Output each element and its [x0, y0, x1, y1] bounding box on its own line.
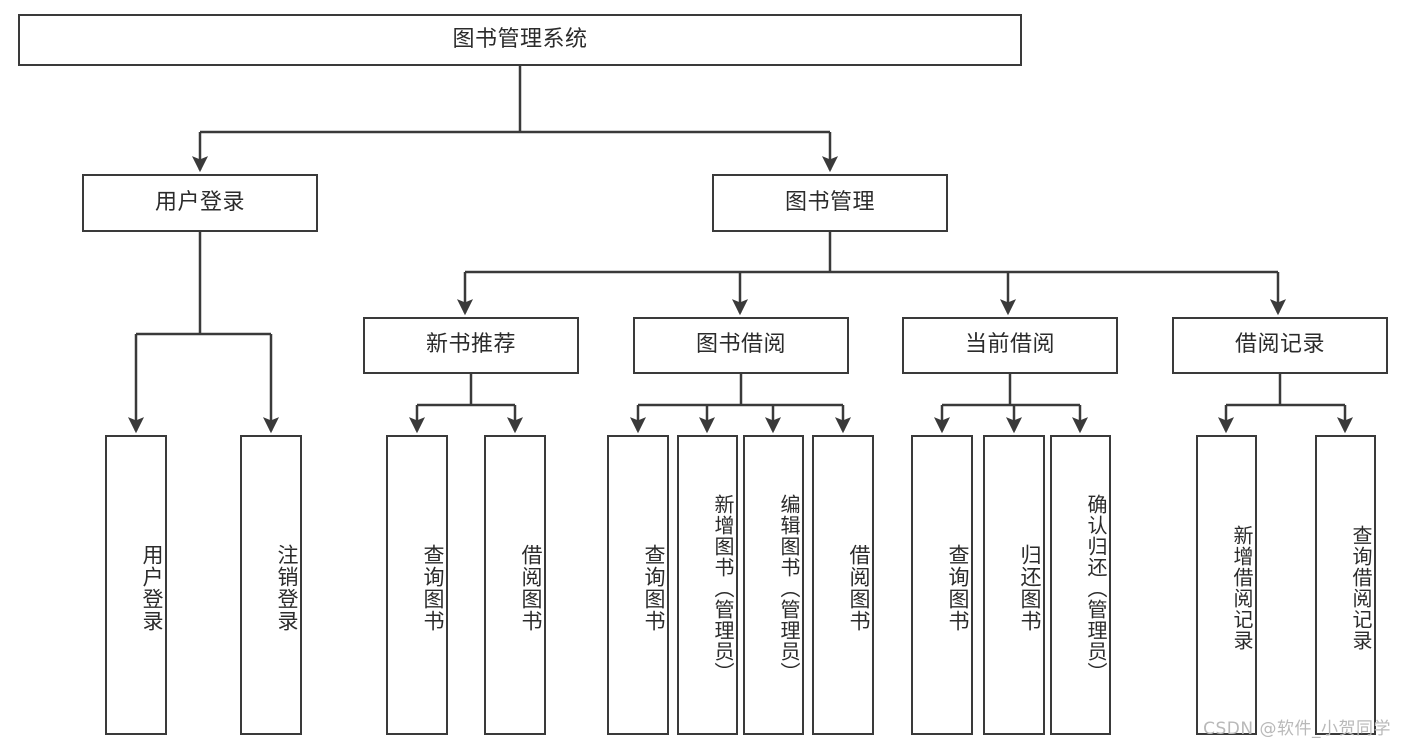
leaf-return-books[interactable]: 归还图书 [983, 435, 1045, 735]
watermark: CSDN @软件_小贺同学 [1203, 719, 1391, 739]
leaf-add-book-admin[interactable]: 新增图书（管理员） [677, 435, 738, 735]
leaf-add-book-admin-label: 新增图书（管理员） [711, 493, 735, 683]
leaf-query-books-borrow[interactable]: 查询图书 [607, 435, 669, 735]
leaf-query-books-newbook-label: 查询图书 [421, 544, 445, 632]
node-borrow-records[interactable]: 借阅记录 [1172, 317, 1388, 374]
leaf-edit-book-admin-label: 编辑图书（管理员） [777, 493, 801, 683]
node-current-borrow-label: 当前借阅 [964, 332, 1055, 358]
node-new-book-recommend-label: 新书推荐 [425, 332, 516, 358]
leaf-user-login[interactable]: 用户登录 [105, 435, 167, 735]
leaf-logout[interactable]: 注销登录 [240, 435, 302, 735]
node-user-login-label: 用户登录 [154, 189, 245, 215]
leaf-borrow-books-borrow-label: 借阅图书 [847, 544, 871, 632]
leaf-borrow-books-newbook[interactable]: 借阅图书 [484, 435, 546, 735]
leaf-query-books-current[interactable]: 查询图书 [911, 435, 973, 735]
leaf-borrow-books-borrow[interactable]: 借阅图书 [812, 435, 874, 735]
node-book-borrow-label: 图书借阅 [695, 332, 786, 358]
leaf-confirm-return-admin-label: 确认归还（管理员） [1084, 493, 1108, 683]
node-borrow-records-label: 借阅记录 [1234, 332, 1325, 358]
leaf-query-books-current-label: 查询图书 [946, 544, 970, 632]
leaf-borrow-books-newbook-label: 借阅图书 [519, 544, 543, 632]
node-book-management-label: 图书管理 [784, 189, 875, 215]
leaf-query-books-borrow-label: 查询图书 [642, 544, 666, 632]
leaf-query-borrow-record[interactable]: 查询借阅记录 [1315, 435, 1376, 735]
leaf-query-borrow-record-label: 查询借阅记录 [1349, 525, 1373, 651]
node-user-login[interactable]: 用户登录 [82, 174, 318, 232]
node-book-management[interactable]: 图书管理 [712, 174, 948, 232]
node-root-label: 图书管理系统 [452, 26, 588, 52]
leaf-add-borrow-record[interactable]: 新增借阅记录 [1196, 435, 1257, 735]
node-root[interactable]: 图书管理系统 [18, 14, 1022, 66]
node-book-borrow[interactable]: 图书借阅 [633, 317, 849, 374]
leaf-edit-book-admin[interactable]: 编辑图书（管理员） [743, 435, 804, 735]
leaf-logout-label: 注销登录 [275, 544, 299, 632]
leaf-return-books-label: 归还图书 [1018, 544, 1042, 632]
node-new-book-recommend[interactable]: 新书推荐 [363, 317, 579, 374]
leaf-add-borrow-record-label: 新增借阅记录 [1230, 525, 1254, 651]
leaf-query-books-newbook[interactable]: 查询图书 [386, 435, 448, 735]
node-current-borrow[interactable]: 当前借阅 [902, 317, 1118, 374]
leaf-confirm-return-admin[interactable]: 确认归还（管理员） [1050, 435, 1111, 735]
leaf-user-login-label: 用户登录 [140, 544, 164, 632]
